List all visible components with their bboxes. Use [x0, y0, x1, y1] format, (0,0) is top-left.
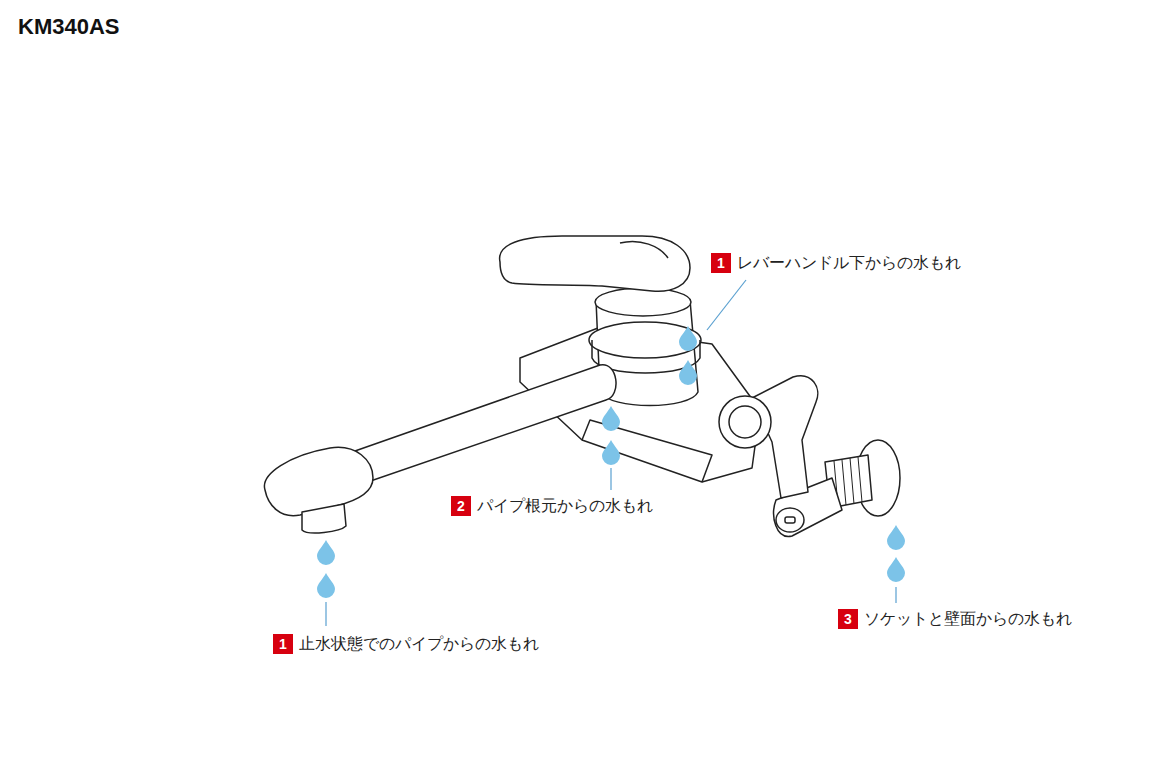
spout-pipe: [335, 365, 616, 486]
leak-description: ソケットと壁面からの水もれ: [864, 609, 1072, 630]
water-drop: [679, 360, 697, 385]
water-drop: [887, 557, 905, 582]
water-drop: [679, 326, 697, 351]
leak-callout: 1 レバーハンドル下からの水もれ: [711, 253, 961, 274]
callout-number: 3: [838, 609, 858, 629]
callout-number: 2: [451, 496, 471, 516]
leak-callout: 2 パイプ根元からの水もれ: [451, 496, 653, 517]
leader-line: [325, 602, 326, 626]
leak-description: パイプ根元からの水もれ: [477, 496, 653, 517]
leak-description: 止水状態でのパイプからの水もれ: [299, 634, 539, 655]
leader-line: [610, 468, 611, 490]
socket-key: [785, 517, 795, 523]
aerator: [302, 504, 346, 533]
leak-description: レバーハンドル下からの水もれ: [737, 253, 961, 274]
water-drop: [602, 406, 620, 431]
leader-line: [895, 587, 896, 603]
callout-number: 1: [273, 634, 293, 654]
leak-callout: 3 ソケットと壁面からの水もれ: [838, 609, 1072, 630]
water-drop: [887, 525, 905, 550]
water-drop: [602, 440, 620, 465]
lever-handle: [500, 236, 690, 291]
water-drop: [317, 573, 335, 598]
collar: [589, 322, 701, 358]
leader-line: [707, 280, 746, 330]
cylinder-top: [595, 288, 691, 316]
spout-head: [264, 447, 373, 515]
nut: [719, 396, 771, 448]
leak-callout: 1 止水状態でのパイプからの水もれ: [273, 634, 539, 655]
water-drop: [317, 540, 335, 565]
callout-number: 1: [711, 253, 731, 273]
model-title: KM340AS: [18, 14, 119, 40]
socket-cap: [776, 508, 804, 532]
